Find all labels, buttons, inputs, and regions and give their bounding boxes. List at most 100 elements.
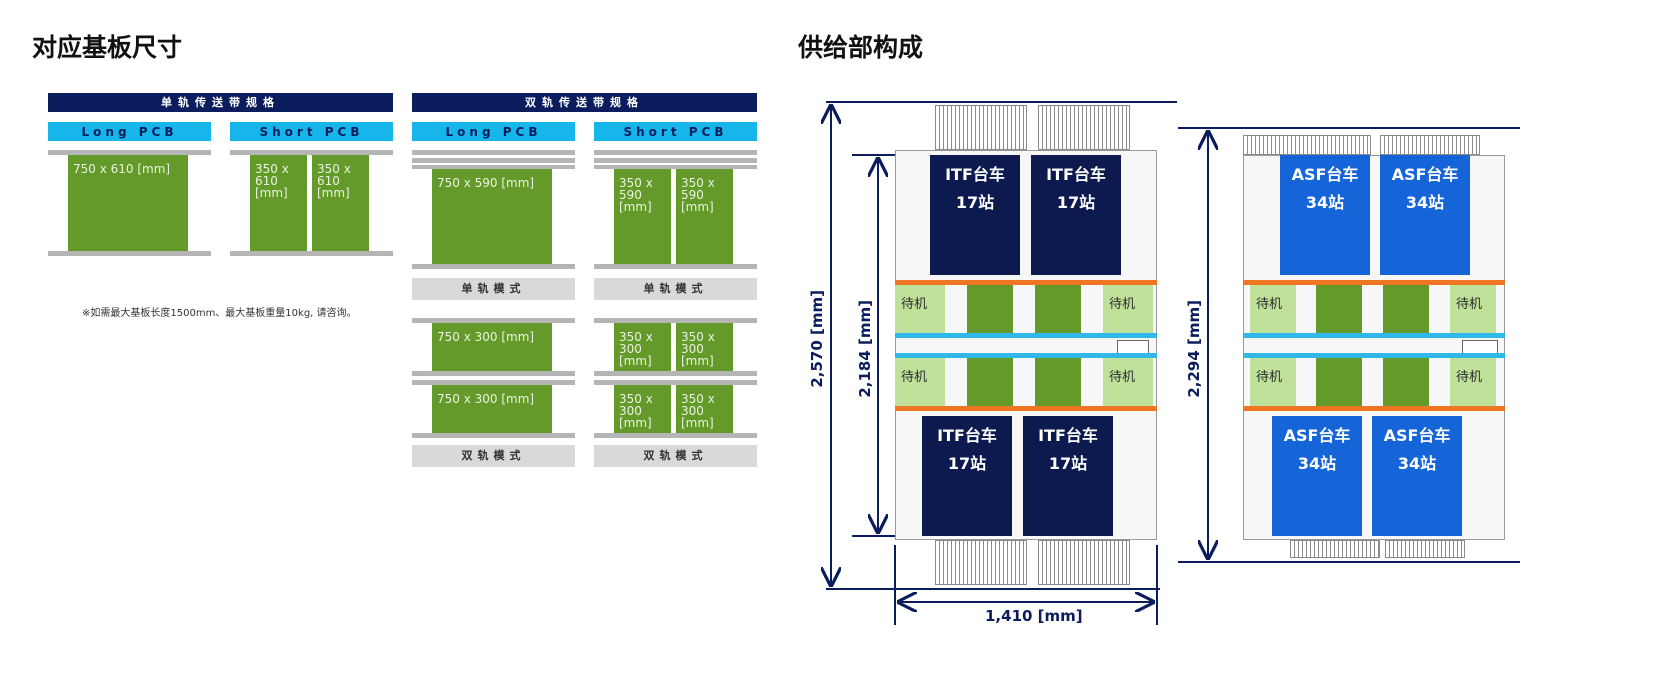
right-section-title: 供给部构成: [798, 33, 924, 62]
itf-cart: ITF台车 17站: [1023, 416, 1113, 536]
total-height-value: 2,570 [mm]: [808, 290, 826, 388]
orange-stripe: [1243, 406, 1505, 411]
cart-stations: 17站: [1048, 454, 1088, 473]
vent-grille: [935, 540, 1027, 585]
standby-slot: 待机: [1450, 358, 1496, 406]
pcb-slot: [967, 358, 1013, 406]
itf-cart: ITF台车 17站: [1031, 155, 1121, 275]
vent-grille: [935, 105, 1027, 150]
itf-height-value: 2,184 [mm]: [856, 300, 874, 398]
cart-name: ITF台车: [937, 426, 997, 445]
dual-long-dual-board: 750 x 300 [mm]: [432, 323, 552, 371]
blue-stripe: [1243, 353, 1505, 358]
standby-slot: 待机: [1450, 285, 1496, 333]
orange-stripe: [895, 280, 1157, 285]
dual-short-single-board: 350 x 590 [mm]: [614, 169, 671, 264]
itf-height-label: 2,184 [mm]: [856, 300, 876, 400]
standby-slot: 待机: [1103, 285, 1153, 333]
dual-short-dual-board: 350 x 300 [mm]: [676, 323, 733, 371]
single-short-pcb-board: 350 x 610 [mm]: [250, 155, 307, 251]
width-label: 1,410 [mm]: [985, 607, 1083, 625]
cart-stations: 17站: [1056, 193, 1096, 212]
rail: [594, 433, 757, 438]
dual-lane-header: 双轨传送带规格: [412, 93, 757, 112]
rail: [412, 264, 575, 269]
standby-slot: 待机: [1250, 358, 1296, 406]
vent-grille: [1385, 540, 1465, 558]
orange-stripe: [1243, 280, 1505, 285]
vent-grille: [1290, 540, 1380, 558]
asf-height-label: 2,294 [mm]: [1185, 300, 1205, 400]
dual-long-pcb-label: Long PCB: [412, 122, 575, 141]
vent-grille: [1038, 540, 1130, 585]
asf-height-value: 2,294 [mm]: [1185, 300, 1203, 398]
rail: [230, 251, 393, 256]
note-text: ※如需最大基板长度1500mm、最大基板重量10kg, 请咨询。: [82, 308, 357, 319]
vent-grille: [1243, 135, 1371, 155]
itf-cart: ITF台车 17站: [922, 416, 1012, 536]
blue-stripe: [895, 333, 1157, 338]
pcb-slot: [1316, 358, 1362, 406]
rail: [48, 251, 211, 256]
orange-stripe: [895, 406, 1157, 411]
single-short-pcb-label: Short PCB: [230, 122, 393, 141]
dual-short-pcb-label: Short PCB: [594, 122, 757, 141]
total-height-label: 2,570 [mm]: [808, 290, 828, 390]
rail: [412, 318, 575, 323]
rail: [48, 150, 211, 155]
cart-name: ITF台车: [1046, 165, 1106, 184]
standby-slot: 待机: [1250, 285, 1296, 333]
cart-name: ASF台车: [1283, 426, 1351, 445]
rail: [594, 371, 757, 376]
dual-long-single-board: 750 x 590 [mm]: [432, 169, 552, 264]
asf-cart: ASF台车 34站: [1372, 416, 1462, 536]
dual-long-dual-board: 750 x 300 [mm]: [432, 385, 552, 433]
vent-grille: [1038, 105, 1130, 150]
dual-short-dual-board: 350 x 300 [mm]: [614, 385, 671, 433]
vent-grille: [1380, 135, 1480, 155]
asf-cart: ASF台车 34站: [1280, 155, 1370, 275]
cart-stations: 34站: [1405, 193, 1445, 212]
pcb-slot: [967, 285, 1013, 333]
left-section-title: 对应基板尺寸: [32, 33, 183, 62]
rail: [412, 158, 575, 163]
cart-stations: 17站: [947, 454, 987, 473]
rail: [594, 380, 757, 385]
dual-short-dual-board: 350 x 300 [mm]: [676, 385, 733, 433]
single-long-pcb-label: Long PCB: [48, 122, 211, 141]
cart-stations: 17站: [955, 193, 995, 212]
itf-cart: ITF台车 17站: [930, 155, 1020, 275]
single-lane-header: 单轨传送带规格: [48, 93, 393, 112]
single-mode-label: 单轨模式: [594, 278, 757, 300]
standby-slot: 待机: [895, 285, 945, 333]
rail: [412, 165, 575, 169]
pcb-slot: [1035, 285, 1081, 333]
asf-cart: ASF台车 34站: [1380, 155, 1470, 275]
rail: [230, 150, 393, 155]
standby-slot: 待机: [895, 358, 945, 406]
rail: [412, 371, 575, 376]
cart-name: ITF台车: [945, 165, 1005, 184]
cart-name: ASF台车: [1383, 426, 1451, 445]
cart-name: ASF台车: [1391, 165, 1459, 184]
standby-slot: 待机: [1103, 358, 1153, 406]
blue-stripe: [895, 353, 1157, 358]
cart-stations: 34站: [1397, 454, 1437, 473]
dual-mode-label: 双轨模式: [412, 445, 575, 467]
rail: [594, 158, 757, 163]
cart-stations: 34站: [1305, 193, 1345, 212]
rail: [594, 264, 757, 269]
cart-name: ITF台车: [1038, 426, 1098, 445]
rail: [412, 433, 575, 438]
blue-stripe: [1243, 333, 1505, 338]
rail: [412, 380, 575, 385]
single-short-pcb-board: 350 x 610 [mm]: [312, 155, 369, 251]
cart-name: ASF台车: [1291, 165, 1359, 184]
cart-stations: 34站: [1297, 454, 1337, 473]
pcb-slot: [1316, 285, 1362, 333]
single-mode-label: 单轨模式: [412, 278, 575, 300]
single-long-pcb-board: 750 x 610 [mm]: [68, 155, 188, 251]
rail: [594, 165, 757, 169]
asf-cart: ASF台车 34站: [1272, 416, 1362, 536]
